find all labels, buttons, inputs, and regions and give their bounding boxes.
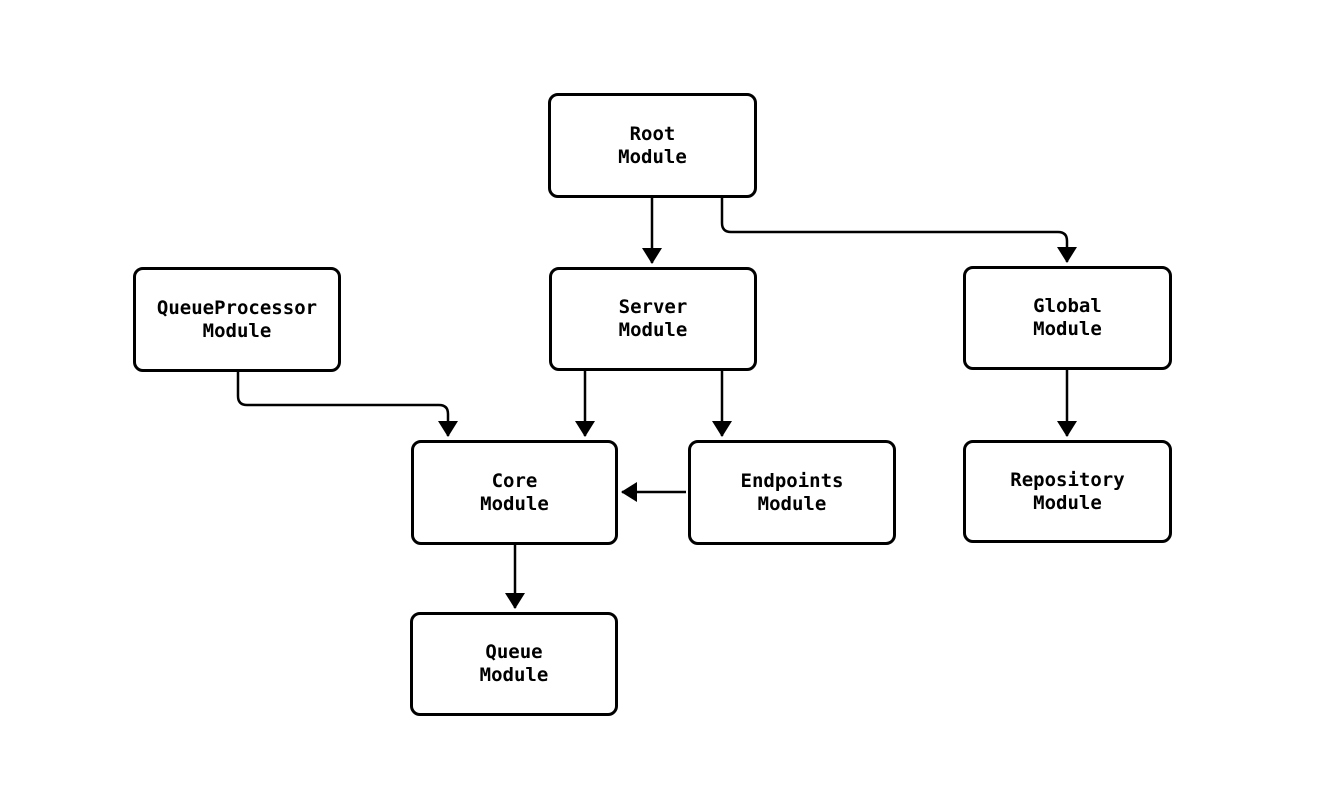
node-label-line: Module [618, 319, 688, 341]
node-label-line: Module [1033, 318, 1102, 340]
node-label-line: Server [618, 296, 688, 318]
node-label-line: Endpoints [740, 469, 844, 492]
node-label-line: Queue [485, 641, 543, 663]
node-label-line: Module [757, 492, 827, 515]
node-label-line: Module [480, 492, 549, 515]
node-label-line: Global [1033, 295, 1102, 317]
node-label-line: Root [629, 122, 676, 145]
node-label-line: Module [618, 145, 687, 168]
edge-queueprocessor-to-core [236, 372, 458, 437]
node-label-line: QueueProcessor [156, 296, 318, 319]
node-label-line: Module [202, 319, 272, 342]
edge-root-to-global [720, 198, 1077, 263]
node-label-line: Module [1033, 491, 1102, 514]
node-label-line: Module [479, 664, 549, 686]
node-label-line: Core [491, 469, 538, 492]
node-label-line: Repository [1010, 468, 1125, 491]
